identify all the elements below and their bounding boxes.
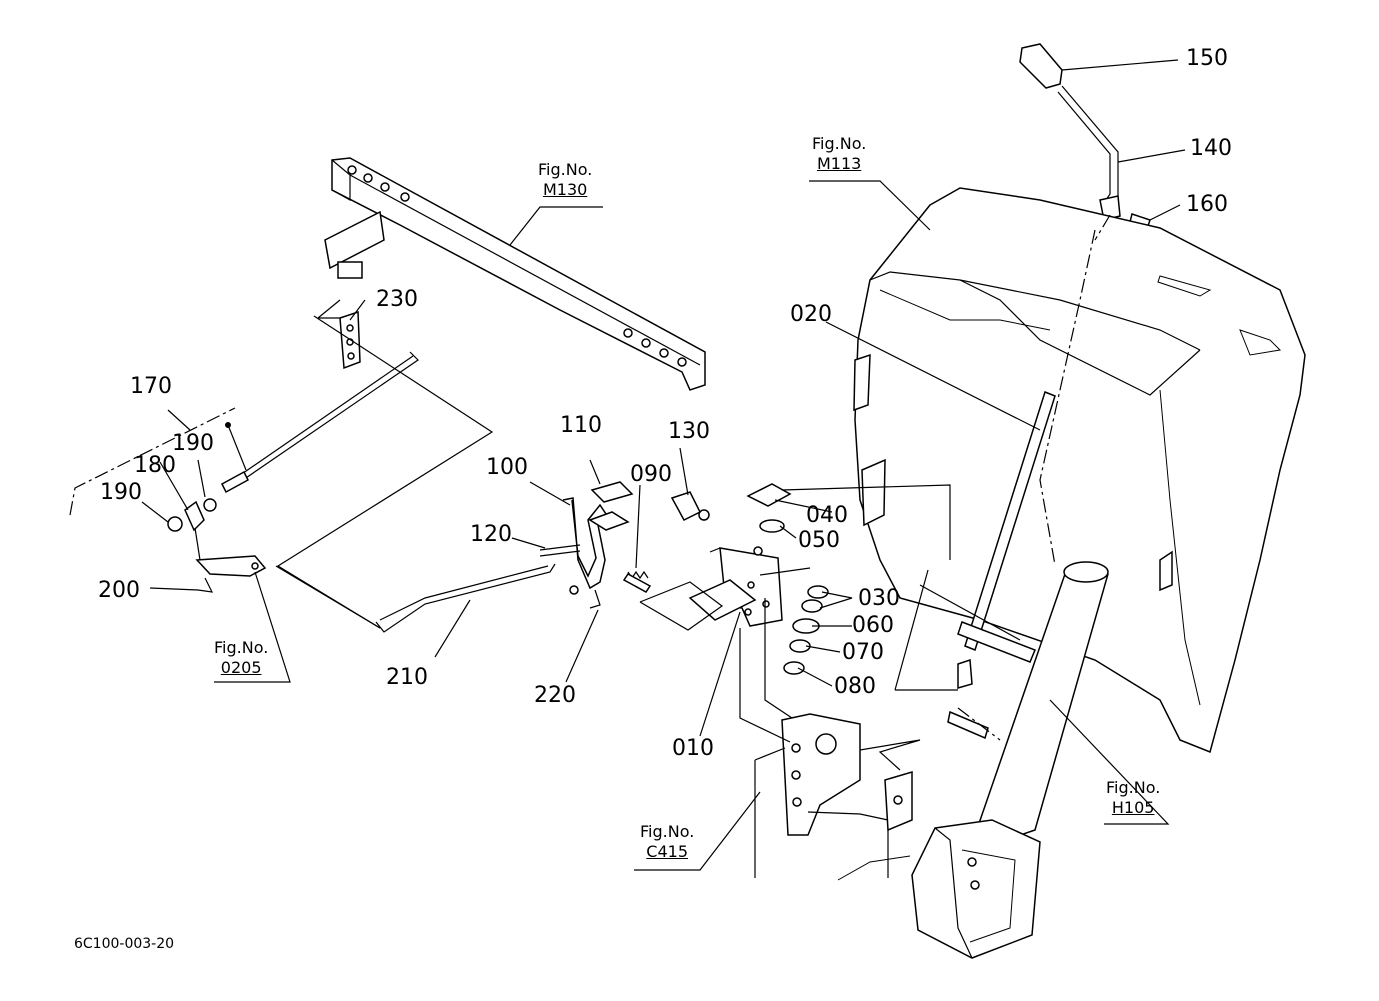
figref-h105: Fig.No. H105 xyxy=(1106,778,1160,818)
part-150-knob xyxy=(1019,43,1063,89)
part-label-020: 020 xyxy=(790,302,832,327)
figref-0205-code: 0205 xyxy=(220,658,262,677)
part-label-050: 050 xyxy=(798,528,840,553)
figref-m130: Fig.No. M130 xyxy=(538,160,592,200)
part-100-pedal xyxy=(539,481,634,609)
part-label-080: 080 xyxy=(834,674,876,699)
part-label-230: 230 xyxy=(376,287,418,312)
part-label-090: 090 xyxy=(630,462,672,487)
figref-m113-code: M113 xyxy=(816,154,862,173)
part-label-060: 060 xyxy=(852,613,894,638)
part-130-bushing xyxy=(670,491,710,521)
steering-column-support xyxy=(911,561,1109,959)
figref-m130-code: M130 xyxy=(542,180,588,199)
part-label-100: 100 xyxy=(486,455,528,480)
figref-m113-title: Fig.No. xyxy=(812,134,867,153)
leader-lines xyxy=(141,59,1186,871)
part-020-shaft xyxy=(957,391,1056,689)
figref-0205: Fig.No. 0205 xyxy=(214,638,268,678)
support-frame xyxy=(754,713,921,881)
part-210-rod xyxy=(375,563,556,633)
part-label-190-upper: 190 xyxy=(172,431,214,456)
part-label-140: 140 xyxy=(1190,136,1232,161)
figref-h105-title: Fig.No. xyxy=(1106,778,1161,797)
part-140-lever xyxy=(1057,85,1121,221)
part-label-160: 160 xyxy=(1186,192,1228,217)
parts-180-190-200 xyxy=(167,498,267,593)
part-label-220: 220 xyxy=(534,683,576,708)
frame-rail xyxy=(317,157,706,391)
part-010-bracket xyxy=(688,546,783,627)
part-170-rod xyxy=(221,351,419,494)
part-label-210: 210 xyxy=(386,665,428,690)
part-label-190-lower: 190 xyxy=(100,480,142,505)
part-label-040: 040 xyxy=(806,503,848,528)
part-090-spring xyxy=(622,570,652,593)
part-label-010: 010 xyxy=(672,736,714,761)
part-label-180: 180 xyxy=(134,453,176,478)
part-label-150: 150 xyxy=(1186,46,1228,71)
figref-c415: Fig.No. C415 xyxy=(640,822,694,862)
part-label-030: 030 xyxy=(858,586,900,611)
part-label-130: 130 xyxy=(668,419,710,444)
parts-030-080-hardware xyxy=(746,483,829,675)
figref-m130-title: Fig.No. xyxy=(538,160,593,179)
part-label-070: 070 xyxy=(842,640,884,665)
part-label-120: 120 xyxy=(470,522,512,547)
diagram-code: 6C100-003-20 xyxy=(74,936,175,952)
figref-c415-title: Fig.No. xyxy=(640,822,695,841)
figref-c415-code: C415 xyxy=(646,842,688,861)
part-label-170: 170 xyxy=(130,374,172,399)
part-label-200: 200 xyxy=(98,578,140,603)
figref-h105-code: H105 xyxy=(1111,798,1155,817)
figref-0205-title: Fig.No. xyxy=(214,638,269,657)
alignment-lines xyxy=(275,214,1111,743)
figref-m113: Fig.No. M113 xyxy=(812,134,866,174)
part-label-110: 110 xyxy=(560,413,602,438)
